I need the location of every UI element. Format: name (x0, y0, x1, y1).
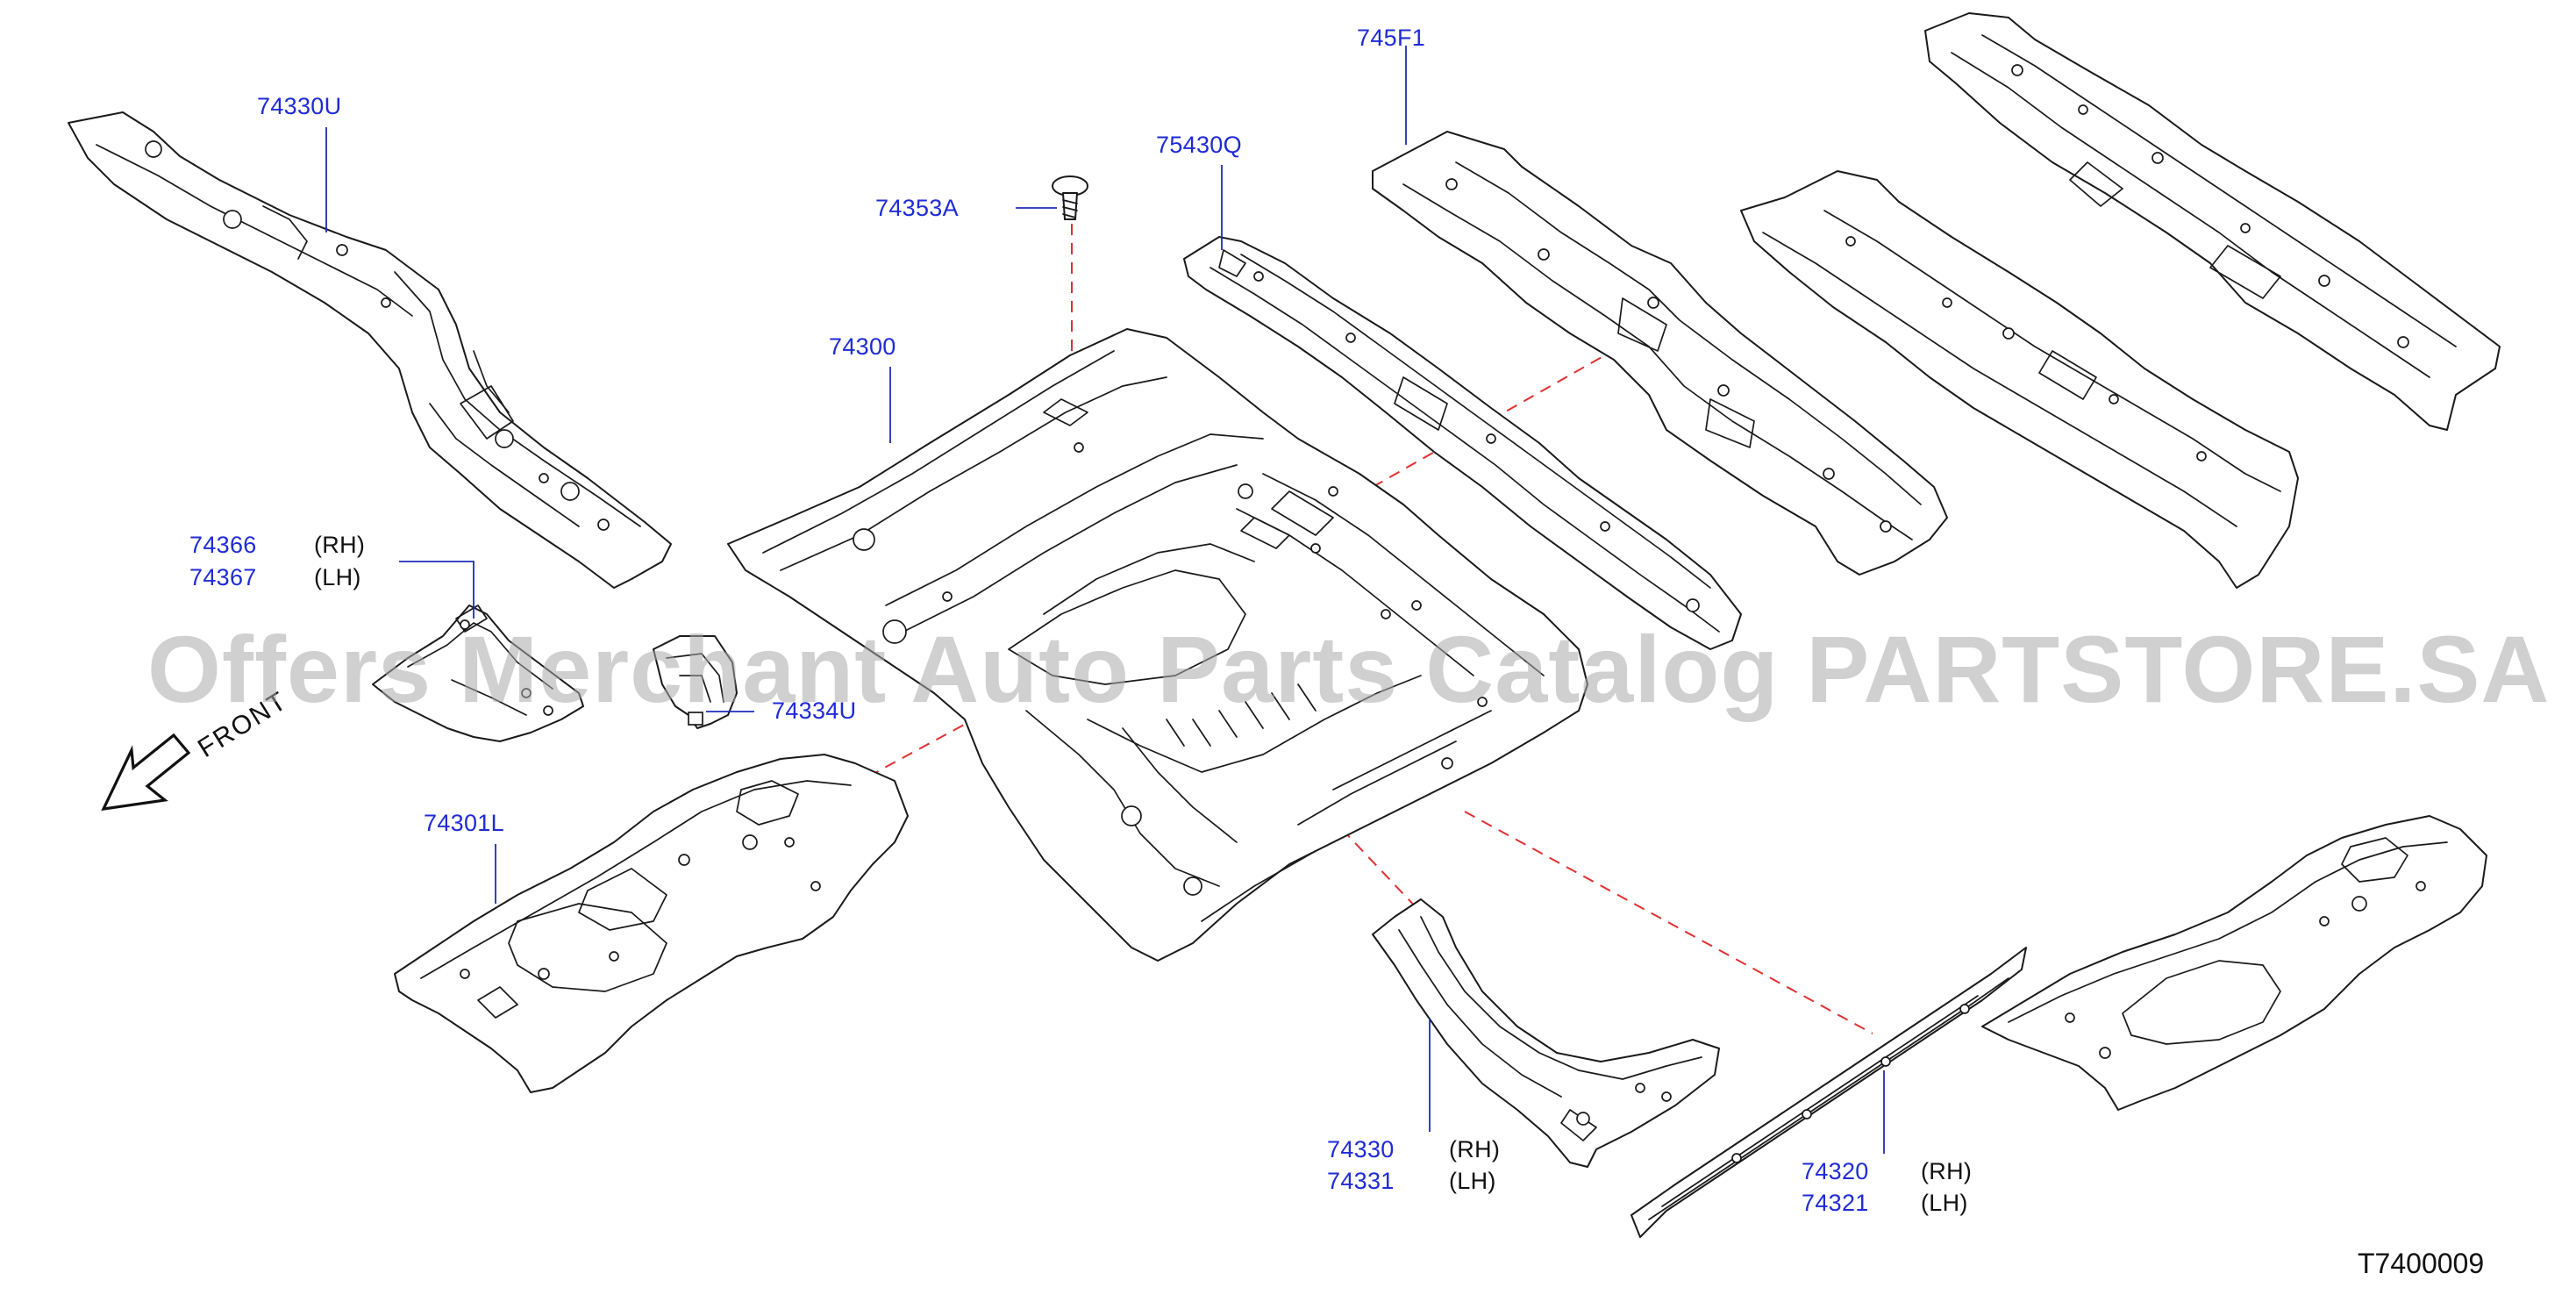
label-74367: 74367 (189, 564, 257, 590)
part-74320-74321 (1631, 947, 2027, 1238)
label-74331-lh: (LH) (1449, 1168, 1496, 1194)
label-74300: 74300 (829, 333, 896, 360)
part-74353A (1052, 175, 1088, 220)
label-74301L: 74301L (424, 810, 504, 836)
front-arrow-icon (101, 733, 191, 812)
diagram-code: T7400009 (2358, 1248, 2485, 1279)
part-745F1 (1372, 131, 1948, 576)
label-74366: 74366 (189, 532, 257, 558)
label-74320-rh: (RH) (1921, 1158, 1973, 1184)
leader-lines (325, 46, 1885, 1154)
label-75430Q: 75430Q (1156, 132, 1242, 158)
label-74330U: 74330U (257, 93, 342, 119)
label-74366-rh: (RH) (314, 532, 366, 558)
label-74353A: 74353A (875, 195, 959, 221)
part-74301L (394, 754, 909, 1093)
watermark: Offers Merchant Auto Parts Catalog PARTS… (147, 616, 2551, 722)
label-745F1: 745F1 (1357, 25, 1426, 51)
label-74330-rh: (RH) (1449, 1136, 1501, 1162)
label-74321: 74321 (1802, 1190, 1869, 1216)
part-74334U (653, 635, 738, 729)
part-front-floor-rh (1981, 815, 2487, 1111)
part-74330-74331 (1372, 898, 1720, 1168)
label-74331: 74331 (1327, 1168, 1395, 1194)
part-74300 (727, 328, 1588, 962)
label-74367-lh: (LH) (314, 564, 361, 590)
label-74320: 74320 (1802, 1158, 1869, 1184)
part-rear-cross-member-b (1740, 170, 2299, 589)
part-74366-74367 (372, 604, 584, 742)
part-75430Q (1183, 236, 1742, 650)
label-74321-lh: (LH) (1921, 1190, 1968, 1216)
label-74334U: 74334U (772, 698, 857, 724)
part-74330U (68, 111, 672, 589)
part-rear-cross-member-a (1924, 12, 2501, 431)
label-74330: 74330 (1327, 1136, 1395, 1162)
